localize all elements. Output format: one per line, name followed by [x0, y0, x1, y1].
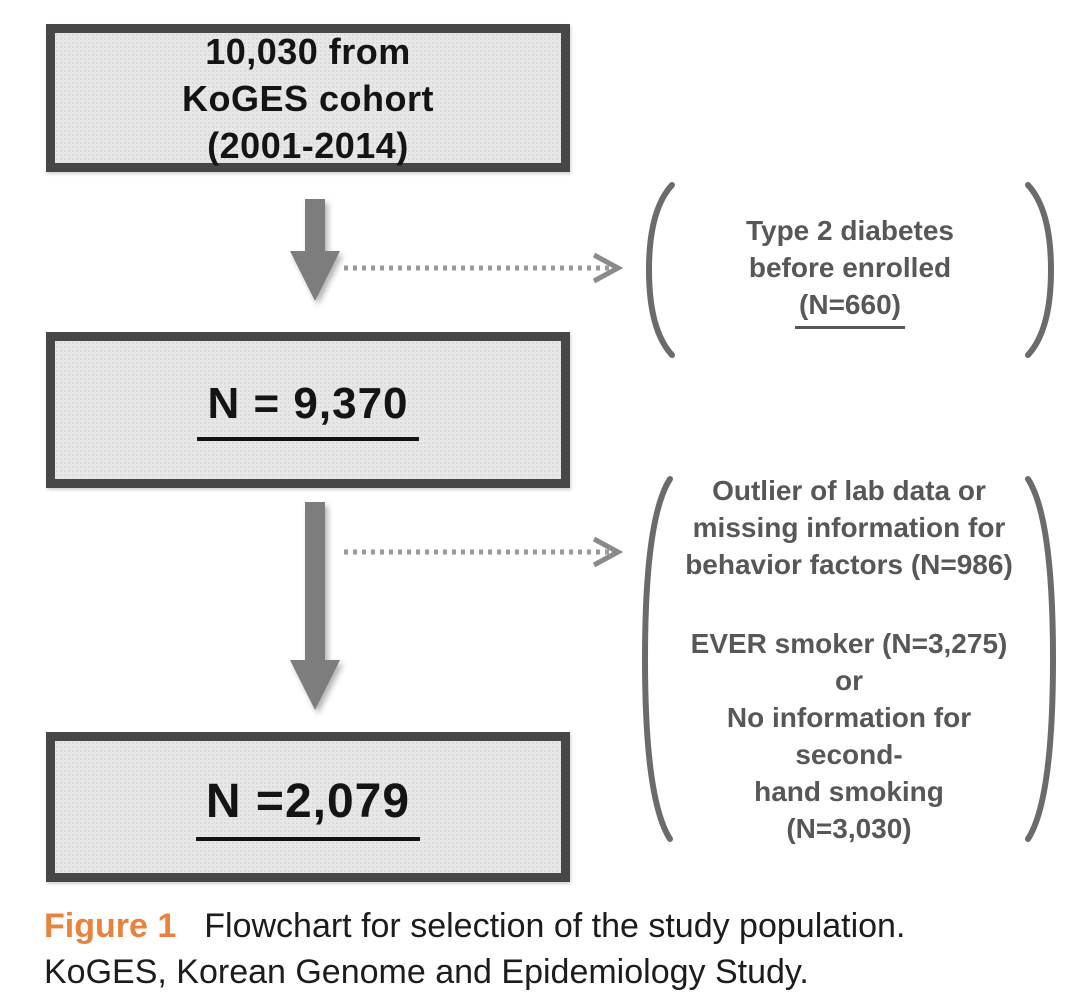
dotted-arrow-icon: [344, 252, 624, 284]
figure-number-label: Figure 1: [44, 907, 177, 945]
right-parenthesis-icon: [1025, 476, 1057, 842]
down-arrow-icon: [290, 199, 340, 301]
note1-line-2: before enrolled: [748, 251, 952, 283]
note2-p1-line-2: missing information for: [692, 511, 1006, 543]
exclusion-note-diabetes: Type 2 diabetes before enrolled (N=660): [642, 182, 1058, 358]
note2-p2-line-3: hand smoking: [754, 775, 944, 807]
dotted-arrow-icon: [344, 536, 624, 568]
flow-box-n2079: N =2,079: [46, 732, 570, 882]
cohort-line-2: KoGES cohort: [181, 77, 434, 119]
note1-count: (N=660): [795, 286, 905, 329]
n9370-label: N = 9,370: [197, 379, 419, 441]
down-arrow-icon: [290, 502, 340, 710]
caption-sentence-2: KoGES, Korean Genome and Epidemiology St…: [44, 953, 809, 991]
caption-sentence-1: Flowchart for selection of the study pop…: [204, 907, 906, 945]
cohort-line-3: (2001-2014): [207, 124, 409, 166]
note1-line-1: Type 2 diabetes: [745, 214, 954, 246]
note2-paragraph-2: EVER smoker (N=3,275) or No information …: [676, 625, 1022, 847]
note2-p1-line-3: behavior factors (N=986): [685, 548, 1013, 580]
note2-p2-line-4: (N=3,030): [786, 812, 912, 844]
exclusion-note-diabetes-text: Type 2 diabetes before enrolled (N=660): [678, 182, 1022, 358]
left-parenthesis-icon: [645, 182, 675, 358]
figure-caption: Figure 1 Flowchart for selection of the s…: [44, 903, 1054, 995]
right-parenthesis-icon: [1025, 182, 1055, 358]
exclusion-note-outliers-smoking: Outlier of lab data or missing informati…: [638, 475, 1060, 844]
exclusion-note-2-text: Outlier of lab data or missing informati…: [676, 475, 1022, 844]
note2-paragraph-1: Outlier of lab data or missing informati…: [676, 472, 1022, 583]
left-parenthesis-icon: [641, 476, 673, 842]
note2-p2-line-1: EVER smoker (N=3,275) or: [690, 627, 1008, 696]
flow-box-cohort-text: 10,030 from KoGES cohort (2001-2014): [182, 28, 434, 169]
flow-box-cohort: 10,030 from KoGES cohort (2001-2014): [46, 24, 570, 172]
note2-p2-line-2: No information for second-: [726, 701, 972, 770]
note2-p1-line-1: Outlier of lab data or: [712, 474, 986, 506]
n2079-label: N =2,079: [195, 774, 421, 841]
cohort-line-1: 10,030 from: [205, 30, 411, 72]
flow-box-n9370: N = 9,370: [46, 332, 570, 488]
